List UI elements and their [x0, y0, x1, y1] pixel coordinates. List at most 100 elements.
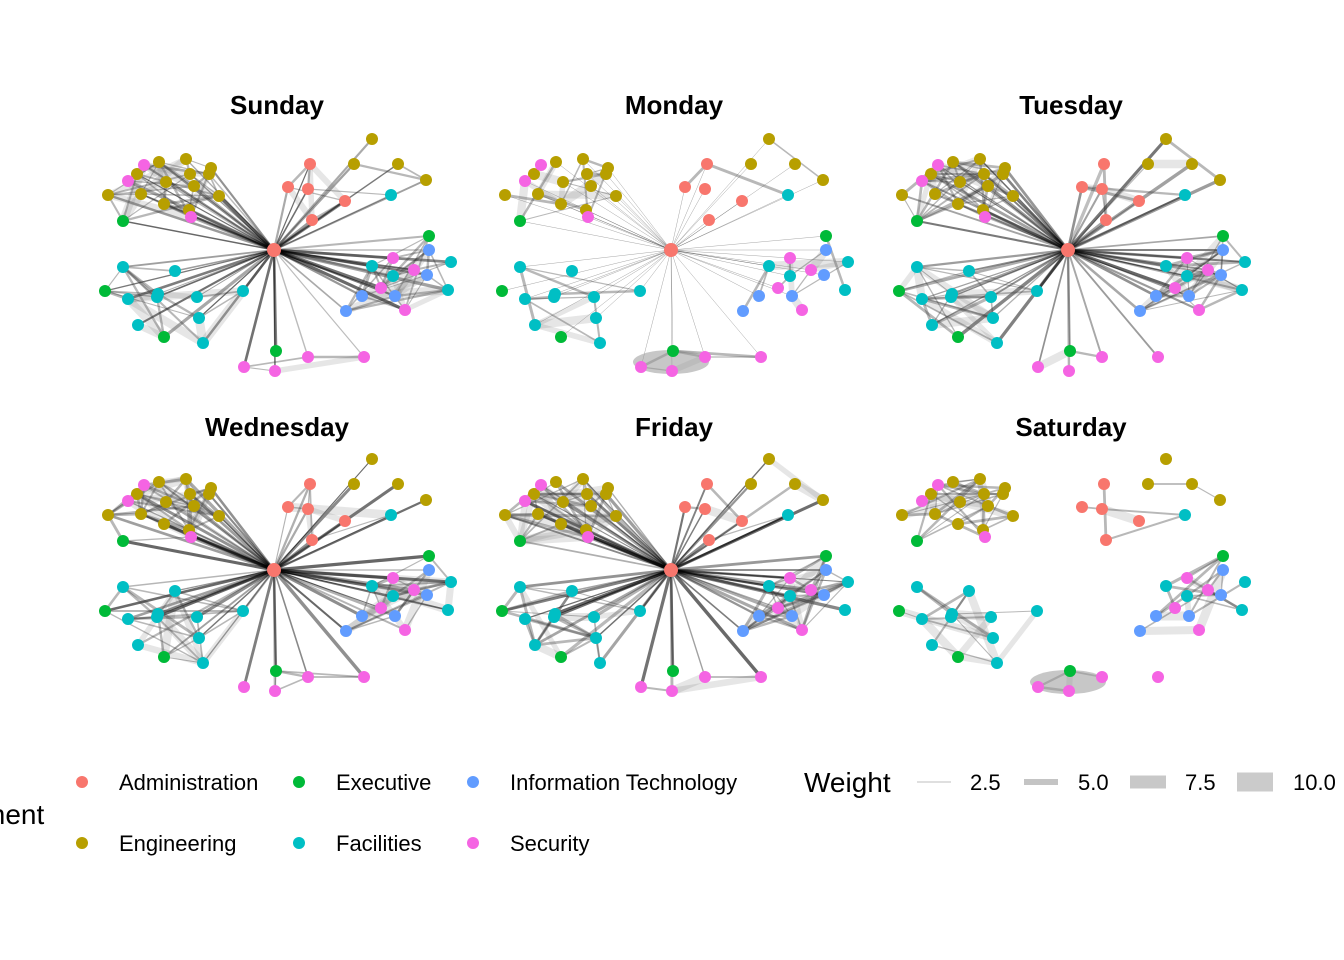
node-e [555, 198, 567, 210]
node-i [1134, 305, 1146, 317]
edge [992, 249, 1069, 319]
edge [157, 160, 276, 252]
edge [122, 569, 275, 588]
node-e [925, 488, 937, 500]
node-a [302, 183, 314, 195]
edge [272, 199, 347, 252]
node-f [763, 260, 775, 272]
node-e [947, 156, 959, 168]
edge [1012, 195, 1069, 251]
edge [916, 173, 985, 222]
node-e [499, 189, 511, 201]
node-x [911, 215, 923, 227]
edge [123, 294, 208, 348]
node-s [772, 602, 784, 614]
node-x [911, 535, 923, 547]
edge [592, 568, 673, 619]
edge [786, 574, 806, 634]
node-e [896, 189, 908, 201]
node-s [916, 495, 928, 507]
edge [379, 248, 431, 290]
edge [503, 513, 618, 518]
node-e [929, 188, 941, 200]
facet-wednesday: Wednesday [99, 412, 457, 697]
node-e [203, 168, 215, 180]
edge [202, 569, 275, 664]
node-a [339, 195, 351, 207]
edge [121, 265, 160, 296]
edge [789, 592, 827, 619]
edge [524, 249, 672, 300]
legend-weight-2-5: 2.5 [917, 770, 1001, 795]
edge [587, 216, 672, 251]
edge [500, 568, 673, 613]
edge [273, 569, 309, 678]
edge [104, 290, 159, 295]
edge [391, 580, 453, 598]
edge [768, 555, 827, 587]
node-a [1098, 158, 1110, 170]
edge [947, 609, 996, 622]
node-f [1181, 270, 1193, 282]
edge [519, 586, 641, 612]
edge [392, 249, 430, 277]
edge [554, 249, 672, 295]
legend-weight-label-2-5: 2.5 [970, 770, 1001, 795]
node-x [514, 535, 526, 547]
edge [607, 167, 672, 251]
edge [1164, 248, 1225, 268]
node-s [582, 531, 594, 543]
edge [670, 163, 752, 251]
node-e [1160, 133, 1172, 145]
edge [519, 523, 562, 542]
edge [741, 584, 771, 633]
edge [789, 249, 827, 277]
edge [1139, 261, 1246, 312]
node-i [1217, 244, 1229, 256]
node-s [916, 175, 928, 187]
node-e [745, 158, 757, 170]
edge [123, 294, 169, 342]
hub-node [1061, 243, 1075, 257]
node-x [893, 285, 905, 297]
facet-title-friday: Friday [635, 412, 714, 442]
edge [352, 162, 428, 182]
edge [700, 504, 747, 526]
edge [342, 271, 431, 315]
edge [273, 249, 415, 271]
node-e [789, 478, 801, 490]
edge [921, 180, 961, 183]
node-f [1236, 604, 1248, 616]
node-s [796, 304, 808, 316]
node-e [213, 510, 225, 522]
node-e [203, 488, 215, 500]
edge [242, 248, 276, 369]
edge [162, 194, 221, 206]
edge [968, 249, 1069, 272]
edge [916, 266, 1038, 292]
node-f [784, 270, 796, 282]
edge [670, 249, 793, 297]
edge [669, 505, 687, 572]
node-e [532, 508, 544, 520]
edge [949, 611, 996, 641]
edge [140, 193, 220, 197]
node-s [375, 282, 387, 294]
edge [519, 586, 573, 592]
node-i [818, 589, 830, 601]
edge [1066, 162, 1194, 252]
edge [916, 266, 953, 295]
edge [776, 593, 826, 610]
node-f [197, 337, 209, 349]
edge [553, 612, 598, 640]
edge [766, 567, 829, 589]
node-e [610, 510, 622, 522]
edge [516, 533, 592, 545]
edge [670, 163, 796, 251]
edge [537, 481, 565, 528]
edge [801, 581, 849, 631]
edge [930, 173, 984, 211]
edge [1185, 568, 1225, 598]
legend-weight-title: Weight [804, 767, 891, 798]
node-s [1096, 671, 1108, 683]
